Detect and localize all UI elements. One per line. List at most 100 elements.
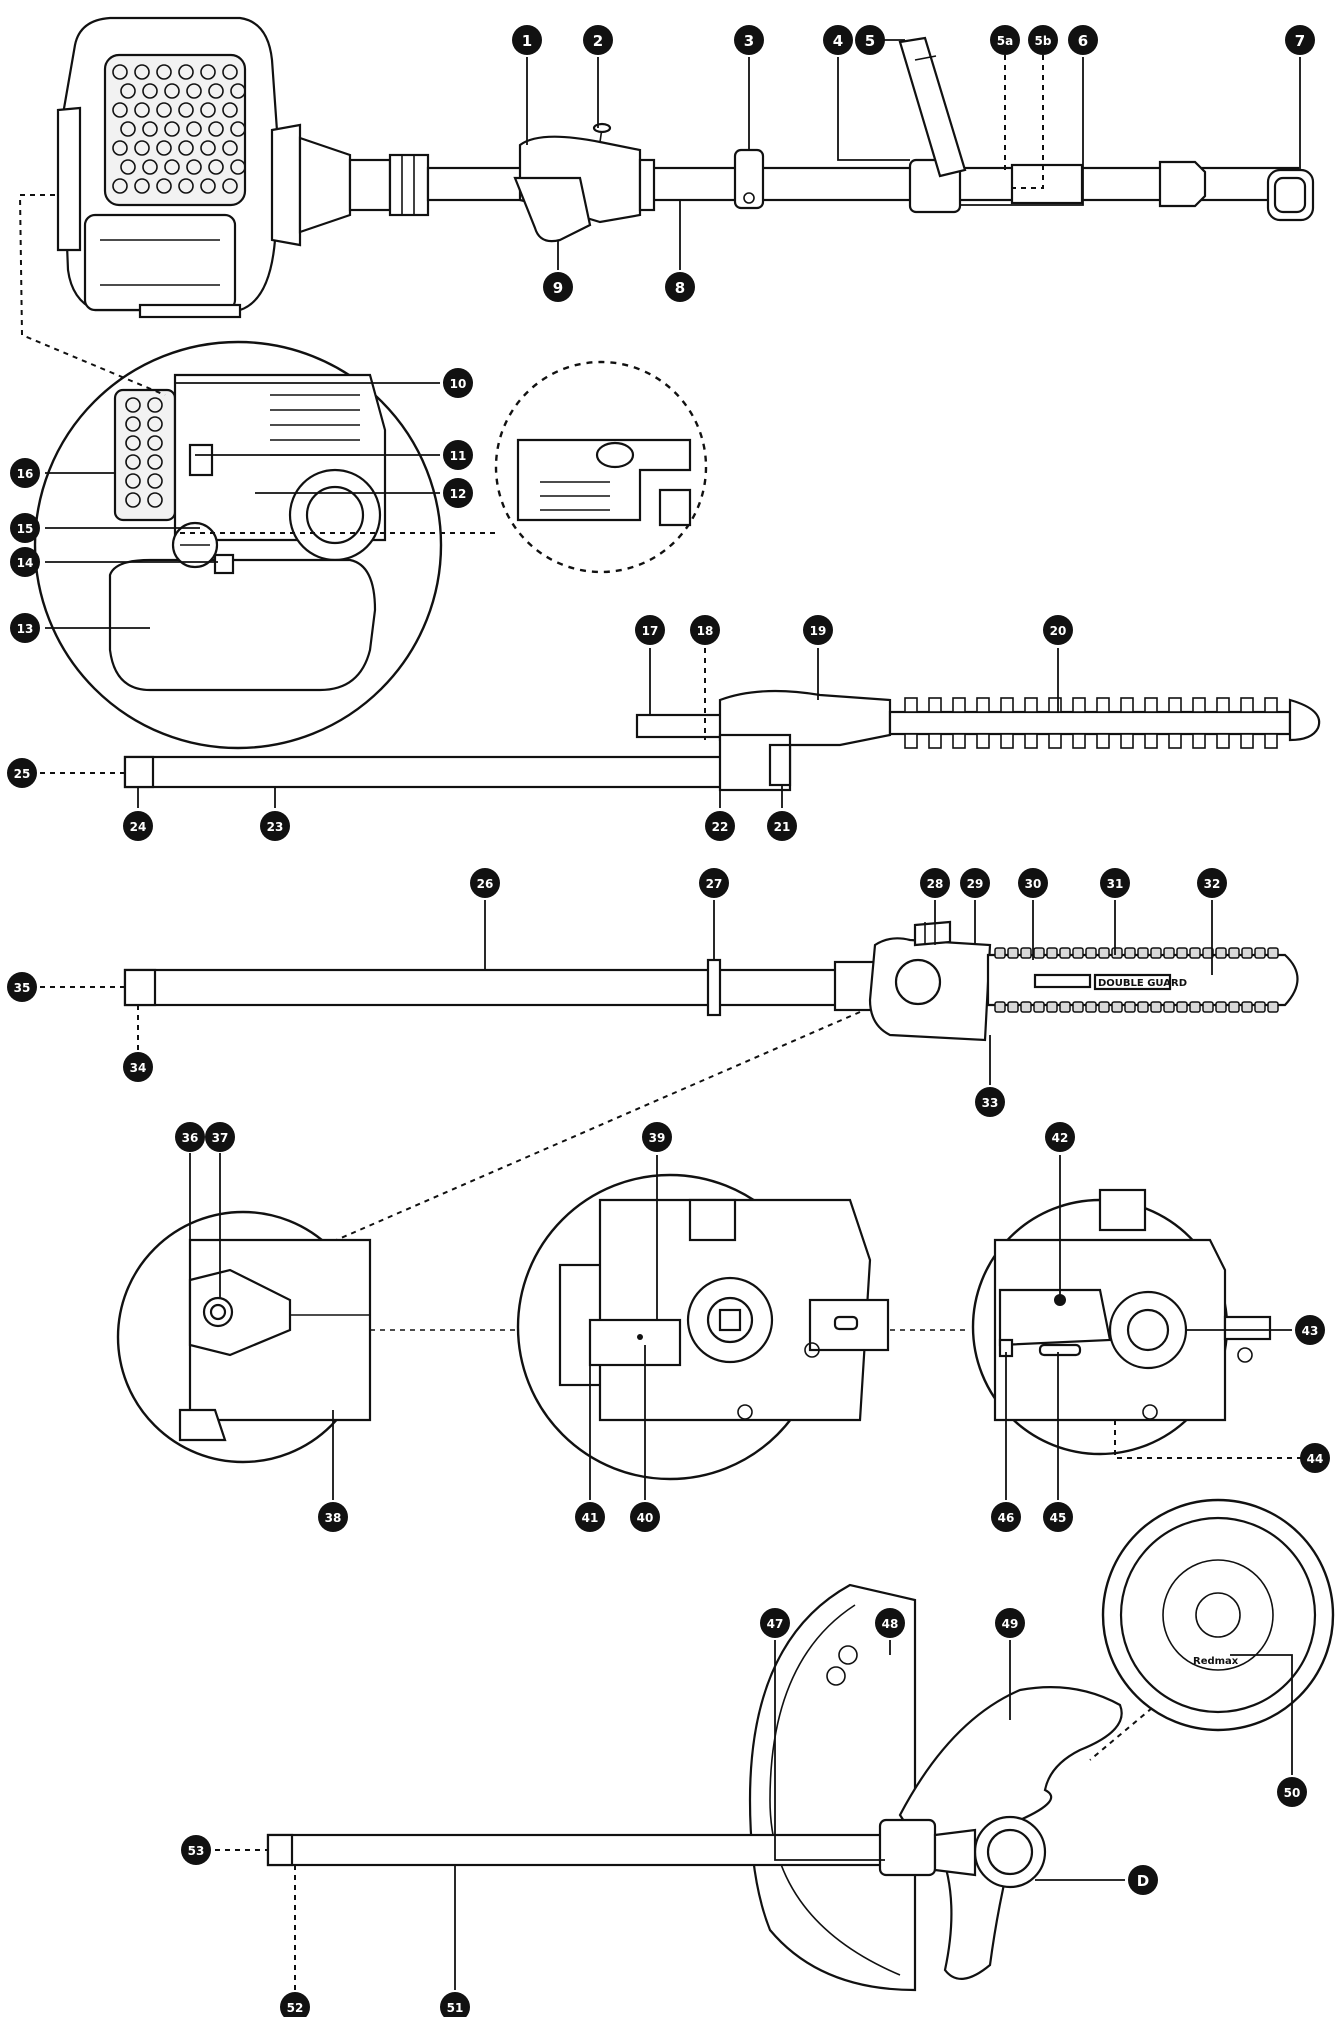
callout-label: 51 [447, 2001, 464, 2015]
choke-detail-zoom [180, 360, 708, 574]
brush-cutter-attachment [266, 1583, 1123, 1992]
callout-D: D [1128, 1865, 1158, 1895]
callout-label: 6 [1078, 32, 1088, 50]
callout-label: 24 [130, 820, 147, 834]
callout-label: 11 [450, 449, 467, 463]
callout-label: 50 [1284, 1786, 1301, 1800]
callout-label: 15 [17, 522, 34, 536]
callout-46: 46 [991, 1502, 1021, 1532]
callout-label: 23 [267, 820, 284, 834]
callout-label: 35 [14, 981, 31, 995]
engine-detail-zoom [18, 194, 443, 750]
trimmer-head-detail-zoom: Redmax [1089, 1498, 1335, 1761]
callout-10: 10 [443, 368, 473, 398]
callout-52: 52 [280, 1992, 310, 2017]
callout-43: 43 [1295, 1315, 1325, 1345]
callout-38: 38 [318, 1502, 348, 1532]
callout-18: 18 [690, 615, 720, 645]
callout-label: 2 [593, 32, 603, 50]
power-head [56, 16, 430, 319]
callout-3: 3 [734, 25, 764, 55]
callout-51: 51 [440, 1992, 470, 2017]
callout-label: 5a [997, 34, 1013, 48]
callout-23: 23 [260, 811, 290, 841]
callout-26: 26 [470, 868, 500, 898]
callout-44: 44 [1300, 1443, 1330, 1473]
chain-bar-label: DOUBLE GUARD [1098, 978, 1187, 989]
callout-label: 14 [17, 556, 34, 570]
callout-36: 36 [175, 1122, 205, 1152]
callout-32: 32 [1197, 868, 1227, 898]
callout-label: 16 [17, 467, 34, 481]
callout-label: 18 [697, 624, 714, 638]
callout-17: 17 [635, 615, 665, 645]
callout-13: 13 [10, 613, 40, 643]
callout-47: 47 [760, 1608, 790, 1638]
callout-2: 2 [583, 25, 613, 55]
callout-8: 8 [665, 272, 695, 302]
callout-29: 29 [960, 868, 990, 898]
callout-20: 20 [1043, 615, 1073, 645]
callout-37: 37 [205, 1122, 235, 1152]
callout-1: 1 [512, 25, 542, 55]
callout-label: 47 [767, 1617, 784, 1631]
callout-15: 15 [10, 513, 40, 543]
hedge-trimmer-attachment [123, 689, 1321, 792]
callout-48: 48 [875, 1608, 905, 1638]
air-filter-grille [112, 64, 246, 194]
sprocket-detail-zoom [516, 1173, 970, 1481]
leader-lines [40, 39, 1301, 1990]
callout-label: 49 [1002, 1617, 1019, 1631]
callout-49: 49 [995, 1608, 1025, 1638]
trimmer-head-label: Redmax [1193, 1656, 1239, 1667]
callout-label: 1 [522, 32, 532, 50]
callout-label: 21 [774, 820, 791, 834]
callout-33: 33 [975, 1087, 1005, 1117]
callout-label: 40 [637, 1511, 654, 1525]
callout-22: 22 [705, 811, 735, 841]
callout-label: 17 [642, 624, 659, 638]
callout-label: 4 [833, 32, 843, 50]
callout-label: 42 [1052, 1131, 1069, 1145]
callout-label: 38 [325, 1511, 342, 1525]
callout-label: 48 [882, 1617, 899, 1631]
callout-label: 5 [865, 32, 875, 50]
callout-21: 21 [767, 811, 797, 841]
callout-label: 27 [706, 877, 723, 891]
callout-45: 45 [1043, 1502, 1073, 1532]
callout-27: 27 [699, 868, 729, 898]
callout-label: 25 [14, 767, 31, 781]
bar-nut-detail-zoom [116, 1210, 518, 1464]
callout-label: 20 [1050, 624, 1067, 638]
tensioner-detail-zoom [971, 1188, 1315, 1459]
callout-label: 28 [927, 877, 944, 891]
callout-label: 26 [477, 877, 494, 891]
callout-label: 41 [582, 1511, 599, 1525]
callout-5a: 5a [990, 25, 1020, 55]
callout-42: 42 [1045, 1122, 1075, 1152]
callout-label: 43 [1302, 1324, 1319, 1338]
pole-saw-attachment: DOUBLE GUARD [123, 920, 1299, 1246]
callout-12: 12 [443, 478, 473, 508]
callout-label: 39 [649, 1131, 666, 1145]
callout-30: 30 [1018, 868, 1048, 898]
callout-28: 28 [920, 868, 950, 898]
callout-label: 9 [553, 279, 563, 297]
callout-label: 33 [982, 1096, 999, 1110]
callout-label: 29 [967, 877, 984, 891]
callout-label: 13 [17, 622, 34, 636]
callout-label: 34 [130, 1061, 147, 1075]
callout-label: 53 [188, 1844, 205, 1858]
callout-label: 46 [998, 1511, 1015, 1525]
callout-50: 50 [1277, 1777, 1307, 1807]
callout-label: 30 [1025, 877, 1042, 891]
callout-label: 3 [744, 32, 754, 50]
callout-label: 32 [1204, 877, 1221, 891]
callout-7: 7 [1285, 25, 1315, 55]
callout-16: 16 [10, 458, 40, 488]
main-shaft [426, 36, 1315, 243]
callout-40: 40 [630, 1502, 660, 1532]
callout-label: 5b [1035, 34, 1052, 48]
callout-14: 14 [10, 547, 40, 577]
